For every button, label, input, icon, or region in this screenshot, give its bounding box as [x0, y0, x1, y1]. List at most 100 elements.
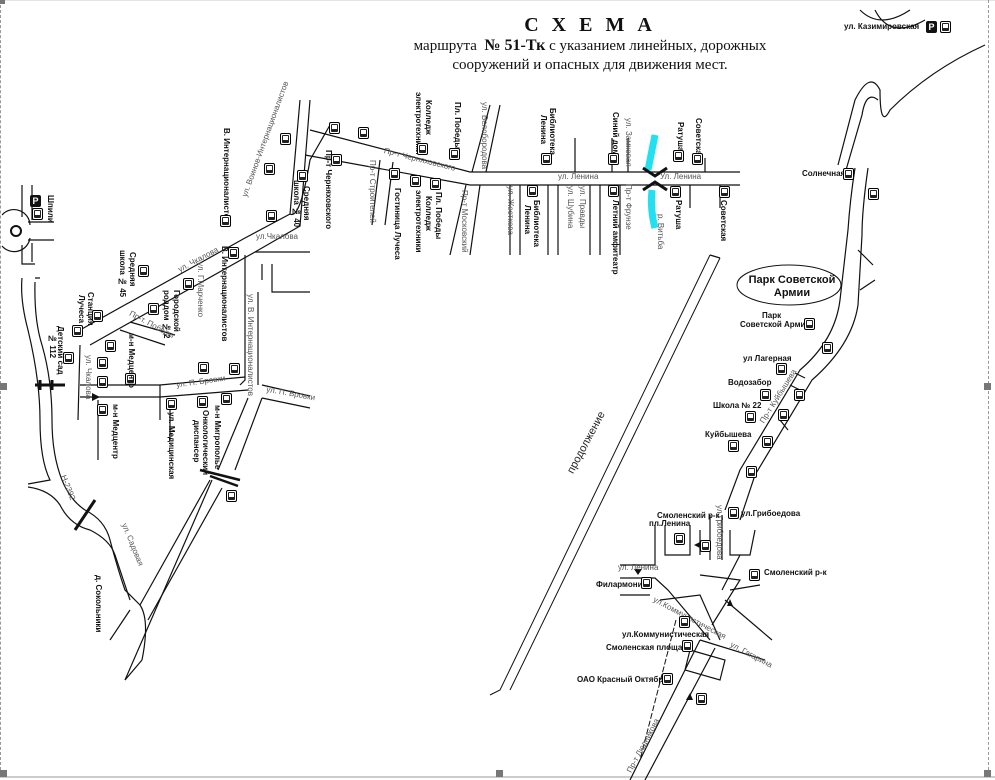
stop-label: Смоленский р-к: [764, 568, 827, 577]
bus-stop-icon[interactable]: [778, 409, 789, 421]
stop-label: Средняя: [128, 252, 137, 287]
bus-stop-icon[interactable]: [692, 153, 703, 165]
bus-stop-icon[interactable]: [608, 185, 619, 197]
bus-stop-icon[interactable]: [541, 153, 552, 165]
bus-stop-icon[interactable]: [728, 440, 739, 452]
bus-stop-icon[interactable]: [63, 352, 74, 364]
bus-stop-icon[interactable]: [641, 577, 652, 589]
stop-label: м-н Медцентр: [111, 404, 120, 459]
bus-stop-icon[interactable]: [449, 148, 460, 160]
stop-label: Филармония: [596, 580, 648, 589]
stop-label: ул. Медицинская: [167, 412, 176, 480]
bus-stop-icon[interactable]: [696, 693, 707, 705]
bus-stop-icon[interactable]: [682, 640, 693, 652]
bus-stop-icon[interactable]: [673, 150, 684, 162]
bus-stop-icon[interactable]: [679, 616, 690, 628]
road-n2392: [21, 277, 147, 661]
bus-stop-icon[interactable]: [197, 396, 208, 408]
bus-stop-icon[interactable]: [670, 186, 681, 198]
bus-stop-icon[interactable]: [843, 168, 854, 180]
bus-stop-icon[interactable]: [760, 389, 771, 401]
stop-label: Библиотека: [532, 200, 541, 247]
road-network: [1, 9, 986, 780]
bus-stop-icon[interactable]: [221, 393, 232, 405]
title-prefix: маршрута: [413, 38, 477, 54]
bus-stop-icon[interactable]: [940, 21, 951, 33]
stop-label: Смоленский р-к: [657, 511, 720, 520]
bus-stop-icon[interactable]: [389, 168, 400, 180]
bus-stop-icon[interactable]: [822, 342, 833, 354]
park-label: Парк Советской Армии: [742, 274, 842, 300]
bus-stop-icon[interactable]: [674, 533, 685, 545]
road-pr-lyudnikova: [629, 639, 726, 780]
bus-stop-icon[interactable]: [72, 325, 83, 337]
bus-stop-icon[interactable]: [125, 373, 136, 385]
bus-stop-icon[interactable]: [417, 143, 428, 155]
bus-stop-icon[interactable]: [97, 376, 108, 388]
stop-label: Станция: [86, 292, 95, 326]
bus-stop-icon[interactable]: [410, 175, 421, 187]
bus-stop-icon[interactable]: [762, 436, 773, 448]
bus-stop-icon[interactable]: [719, 186, 730, 198]
resize-handle[interactable]: [0, 383, 7, 390]
road-chkalova: [79, 99, 311, 346]
street-label: ул. Правды: [578, 186, 587, 229]
bus-stop-icon[interactable]: [430, 178, 441, 190]
bus-stop-icon[interactable]: [266, 210, 277, 222]
stop-label: Детский сад: [56, 326, 65, 375]
bus-stop-icon[interactable]: [868, 188, 879, 200]
bus-stop-icon[interactable]: [331, 154, 342, 166]
bus-stop-icon[interactable]: [746, 466, 757, 478]
resize-handle[interactable]: [984, 770, 991, 777]
bus-stop-icon[interactable]: [148, 303, 159, 315]
bus-stop-icon[interactable]: [220, 215, 231, 227]
bus-stop-icon[interactable]: [280, 133, 291, 145]
bus-stop-icon[interactable]: [749, 569, 760, 581]
street-label: Пр-т Строителей: [368, 160, 377, 223]
bus-stop-icon[interactable]: [662, 673, 673, 685]
bus-stop-icon[interactable]: [105, 340, 116, 352]
road-n2392: [27, 486, 131, 601]
bus-stop-icon[interactable]: [138, 265, 149, 277]
stop-label: Летний амфитеатр: [611, 200, 620, 275]
bus-stop-icon[interactable]: [527, 185, 538, 197]
stop-label: ул Лагерная: [743, 354, 792, 363]
resize-handle[interactable]: [496, 770, 503, 777]
crossing: [73, 499, 97, 531]
bus-stop-icon[interactable]: [794, 389, 805, 401]
bus-stop-icon[interactable]: [97, 404, 108, 416]
road-kazimirovskaya: [837, 9, 986, 171]
bus-stop-icon[interactable]: [804, 318, 815, 330]
bus-stop-icon[interactable]: [608, 153, 619, 165]
bus-stop-icon[interactable]: [358, 127, 369, 139]
bus-stop-icon[interactable]: [229, 363, 240, 375]
stop-label: Колледж: [424, 100, 433, 135]
bus-stop-icon[interactable]: [264, 163, 275, 175]
river-vitba: [644, 134, 659, 229]
bus-stop-icon[interactable]: [198, 362, 209, 374]
resize-handle[interactable]: [0, 770, 7, 777]
river-label: р. Витьба: [656, 214, 665, 250]
bus-stop-icon[interactable]: [728, 507, 739, 519]
bus-stop-icon[interactable]: [776, 363, 787, 375]
stop-label: Советской Армии: [740, 320, 811, 329]
continuation-road: [489, 254, 721, 696]
road-griboedova: [620, 515, 756, 566]
bus-stop-icon[interactable]: [745, 411, 756, 423]
bus-stop-icon[interactable]: [228, 247, 239, 259]
stop-label: Смоленская площадь: [606, 643, 693, 652]
arrow-icon: [694, 542, 700, 548]
stop-label: диспансер: [192, 420, 201, 463]
stop-label: Средняя: [302, 186, 311, 221]
bus-stop-icon[interactable]: [297, 170, 308, 182]
bus-stop-icon[interactable]: [183, 278, 194, 290]
bus-stop-icon[interactable]: [97, 357, 108, 369]
resize-handle[interactable]: [984, 383, 991, 390]
bus-stop-icon[interactable]: [32, 208, 43, 220]
resize-handle[interactable]: [0, 0, 5, 4]
bus-stop-icon[interactable]: [700, 540, 711, 552]
bus-stop-icon[interactable]: [166, 398, 177, 410]
bus-stop-icon[interactable]: [92, 310, 103, 322]
bus-stop-icon[interactable]: [226, 490, 237, 502]
bus-stop-icon[interactable]: [329, 122, 340, 134]
